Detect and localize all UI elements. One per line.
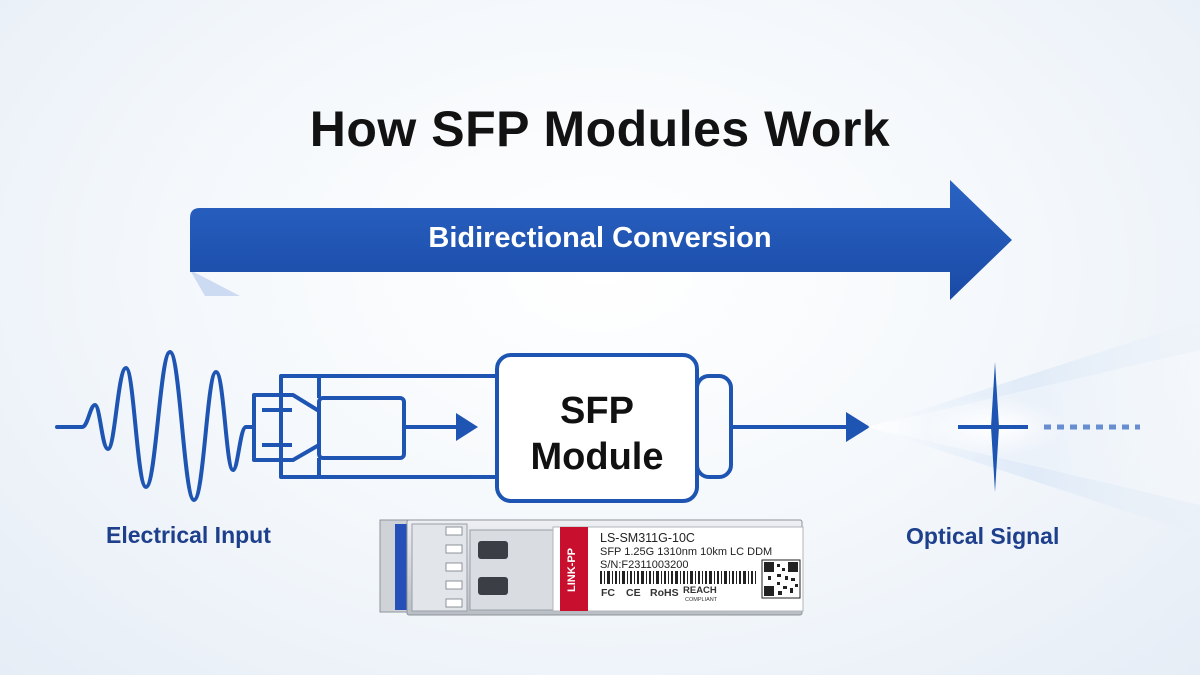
brand-logo: LINK-PP <box>566 548 578 592</box>
module-spec-text: SFP 1.25G 1310nm 10km LC DDM <box>600 546 773 558</box>
qr-code-icon <box>761 559 801 599</box>
bidirectional-arrow <box>190 180 1012 300</box>
module-serial-text: S/N:F2311003200 <box>600 559 689 571</box>
ce-mark: CE <box>626 587 641 599</box>
fc-mark: FC <box>601 587 615 599</box>
electrical-input-label: Electrical Input <box>106 522 271 548</box>
module-box-label: SFP Module <box>497 388 697 480</box>
input-arrow-icon <box>404 413 478 441</box>
module-box-line1: SFP <box>560 390 634 432</box>
arrow-label: Bidirectional Conversion <box>428 222 772 254</box>
electrical-waveform <box>55 350 256 502</box>
reach-compliant-text: COMPLIANT <box>685 597 718 603</box>
rohs-mark: RoHS <box>650 587 679 599</box>
module-model-text: LS-SM311G-10C <box>600 531 695 545</box>
module-box-line2: Module <box>530 436 664 478</box>
connector-plug-icon <box>252 374 500 479</box>
reach-mark: REACH <box>683 585 717 596</box>
page-title: How SFP Modules Work <box>309 101 891 157</box>
optical-beam-icon <box>868 320 1200 535</box>
sfp-module-product <box>379 519 804 616</box>
optical-signal-label: Optical Signal <box>906 523 1060 549</box>
output-arrow-icon <box>731 412 870 442</box>
